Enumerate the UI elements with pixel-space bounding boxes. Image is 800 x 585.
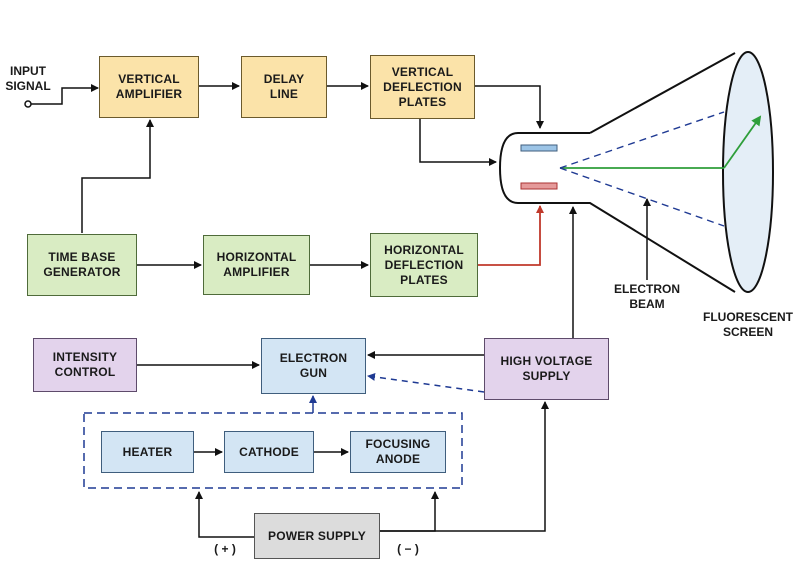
power-to-high-voltage xyxy=(380,401,549,532)
intensity-control-box: INTENSITY CONTROL xyxy=(33,338,137,392)
horizontal-amplifier-box: HORIZONTAL AMPLIFIER xyxy=(203,235,310,295)
fluorescent-screen-label: FLUORESCENT SCREEN xyxy=(703,310,793,339)
time-base-generator-box: TIME BASE GENERATOR xyxy=(27,234,137,296)
heater-box: HEATER xyxy=(101,431,194,473)
high-voltage-supply-box: HIGH VOLTAGE SUPPLY xyxy=(484,338,609,400)
vertical-plate xyxy=(520,144,558,152)
vertical-plates-to-tube-top xyxy=(475,85,544,129)
horizontal-plates-to-tube xyxy=(478,205,544,266)
positive-terminal-label: ( + ) xyxy=(214,542,236,556)
horizontal-deflection-plates-box: HORIZONTAL DEFLECTION PLATES xyxy=(370,233,478,297)
gun-components-group xyxy=(83,412,463,489)
high-voltage-to-gun-dashed xyxy=(367,372,485,393)
beam-envelope-bottom xyxy=(559,167,725,227)
beam-deflected xyxy=(723,115,762,169)
focusing-anode-box: FOCUSING ANODE xyxy=(350,431,446,473)
power-minus-to-group xyxy=(380,491,439,532)
cathode-box: CATHODE xyxy=(224,431,314,473)
power-plus-to-group xyxy=(195,491,254,538)
vertical-deflection-plates-box: VERTICAL DEFLECTION PLATES xyxy=(370,55,475,119)
crt-tube-outline-top xyxy=(589,52,736,134)
input-signal-label: INPUT SIGNAL xyxy=(5,64,51,93)
negative-terminal-label: ( − ) xyxy=(397,542,419,556)
beam-envelope-top xyxy=(559,111,725,169)
horizontal-plate xyxy=(520,182,558,190)
electron-gun-box: ELECTRON GUN xyxy=(261,338,366,394)
fluorescent-screen-shape xyxy=(722,51,774,293)
crt-tube-outline xyxy=(498,132,736,293)
power-supply-box: POWER SUPPLY xyxy=(254,513,380,559)
vertical-plates-to-tube-side xyxy=(419,119,497,166)
input-to-vertical-amplifier xyxy=(31,84,99,105)
time-base-to-vertical-amplifier xyxy=(81,119,154,233)
electron-beam-label: ELECTRON BEAM xyxy=(614,282,680,311)
delay-line-box: DELAY LINE xyxy=(241,56,327,118)
vertical-amplifier-box: VERTICAL AMPLIFIER xyxy=(99,56,199,118)
input-terminal xyxy=(24,100,32,108)
